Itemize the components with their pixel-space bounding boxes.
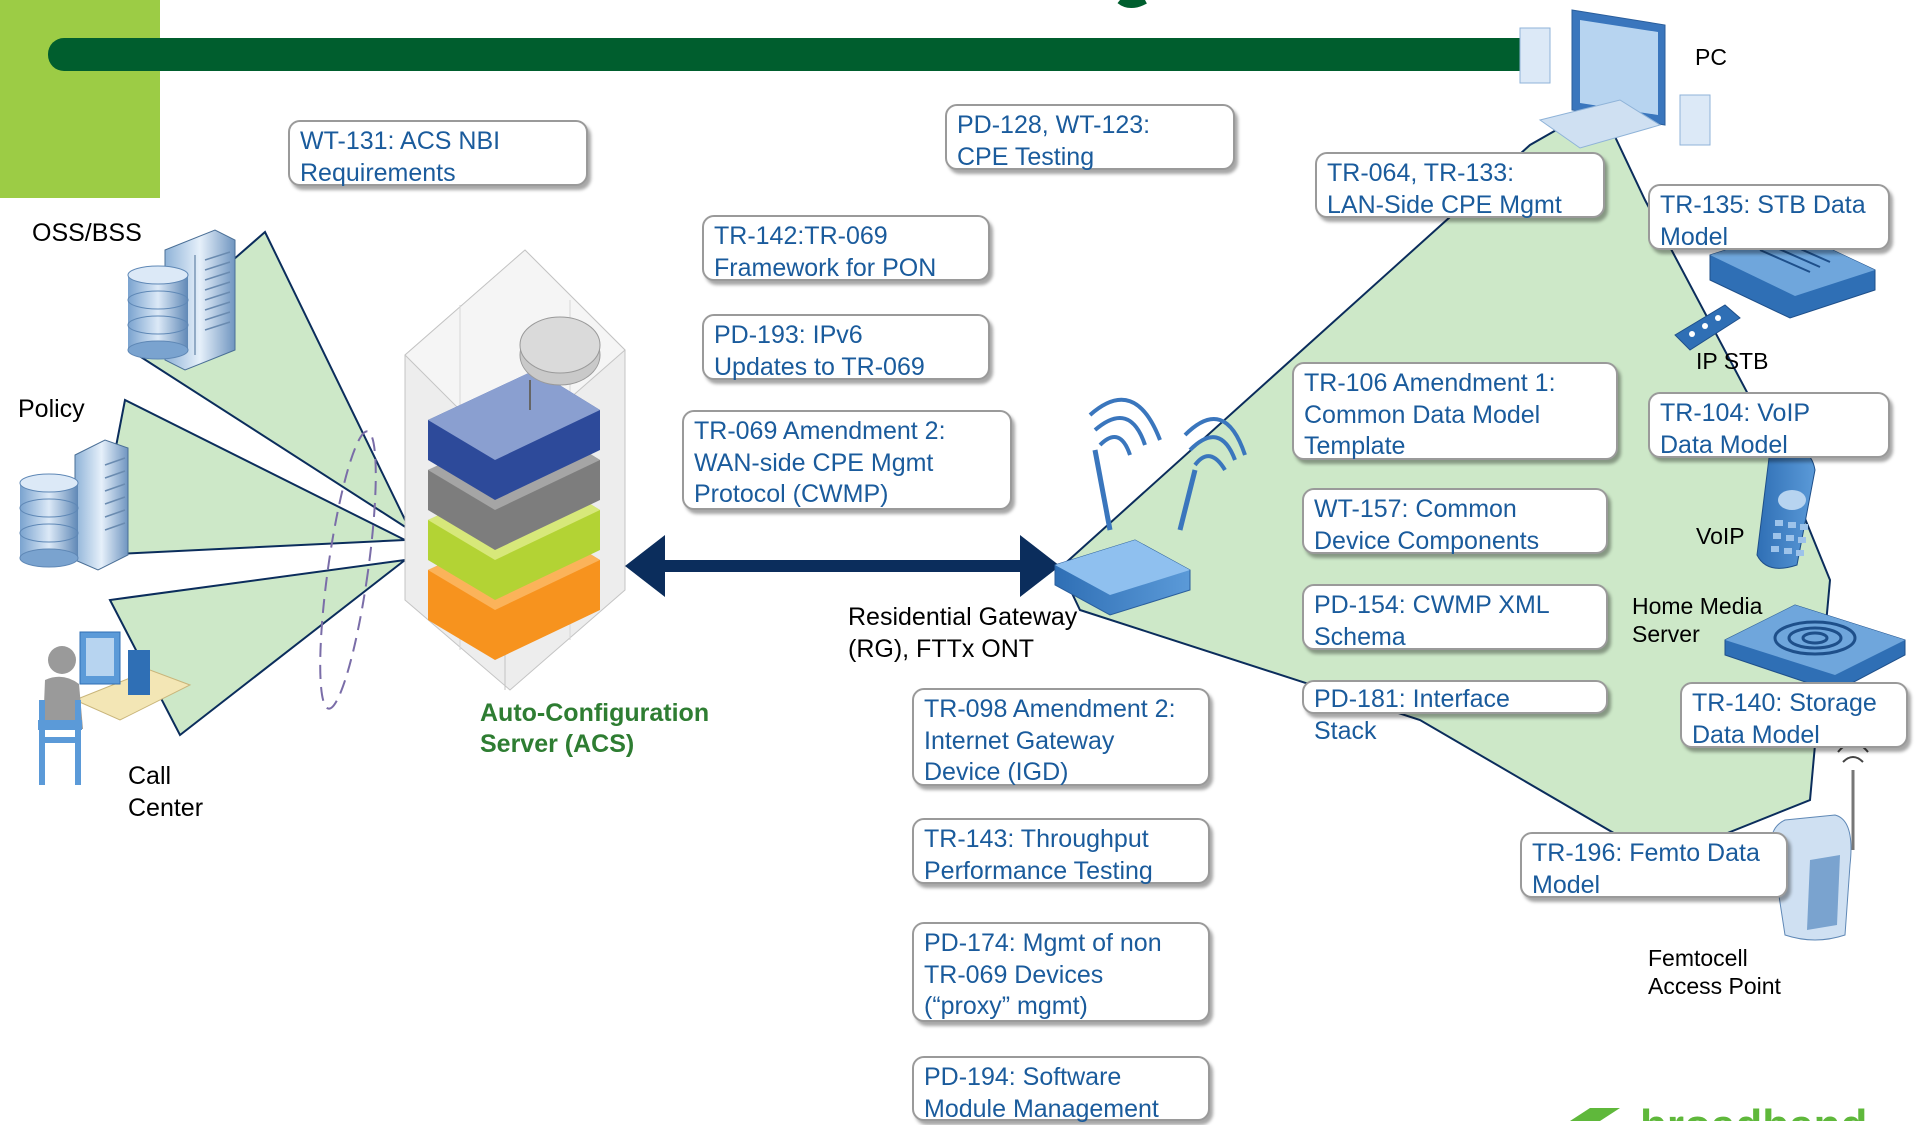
spec-text: PD-194: Software [924,1062,1198,1094]
spec-text: (“proxy” mgmt) [924,991,1198,1023]
spec-box-tr143: TR-143: Throughput Performance Testing [912,818,1210,884]
spec-text: TR-143: Throughput [924,824,1198,856]
spec-text: TR-142:TR-069 [714,221,978,253]
spec-box-tr064: TR-064, TR-133: LAN-Side CPE Mgmt [1315,152,1605,218]
acs-gateway-arrow [625,535,1060,597]
spec-box-tr135: TR-135: STB Data Model [1648,184,1890,250]
spec-text: WAN-side CPE Mgmt [694,448,1000,480]
spec-text: Template [1304,431,1606,463]
spec-box-tr196: TR-196: Femto Data Model [1520,832,1788,898]
call-center-label-line2: Center [128,793,203,824]
spec-text: PD-128, WT-123: [957,110,1223,142]
header-accent-block [0,0,160,198]
spec-text: WT-157: Common [1314,494,1596,526]
spec-text: Performance Testing [924,856,1198,888]
spec-text: CPE Testing [957,142,1223,174]
spec-text: Schema [1314,622,1596,654]
spec-text: Module Management [924,1094,1198,1125]
femtocell-label-line2: Access Point [1648,972,1781,1000]
spec-text: Framework for PON [714,253,978,285]
broadband-forum-logo: broadband [1570,1101,1867,1121]
spec-box-wt131: WT-131: ACS NBI Requirements [288,120,588,186]
spec-text: Common Data Model [1304,400,1606,432]
spec-text: Model [1660,222,1878,254]
acs-label-line1: Auto-Configuration [480,698,709,729]
home-media-server-label-line2: Server [1632,620,1700,648]
spec-box-tr098: TR-098 Amendment 2: Internet Gateway Dev… [912,688,1210,786]
spec-text: Device Components [1314,526,1596,558]
home-media-server-label-line1: Home Media [1632,592,1762,620]
spec-text: TR-098 Amendment 2: [924,694,1198,726]
spec-text: PD-193: IPv6 [714,320,978,352]
spec-text: LAN-Side CPE Mgmt [1327,190,1593,222]
spec-box-pd154: PD-154: CWMP XML Schema [1302,584,1608,650]
oss-bss-label: OSS/BSS [32,218,142,249]
spec-text: PD-174: Mgmt of non [924,928,1198,960]
spec-box-pd193: PD-193: IPv6 Updates to TR-069 [702,314,990,380]
spec-text: PD-181: Interface [1314,684,1596,716]
spec-text: Device (IGD) [924,757,1198,789]
spec-box-pd181: PD-181: Interface Stack [1302,680,1608,714]
spec-text: TR-106 Amendment 1: [1304,368,1606,400]
pc-label: PC [1695,42,1727,73]
spec-text: TR-064, TR-133: [1327,158,1593,190]
spec-box-wt157: WT-157: Common Device Components [1302,488,1608,554]
acs-label-line2: Server (ACS) [480,729,634,760]
spec-text: Data Model [1660,430,1878,462]
voip-label: VoIP [1696,521,1745,552]
spec-text: TR-069 Amendment 2: [694,416,1000,448]
ip-stb-label: IP STB [1696,346,1768,377]
spec-text: WT-131: ACS NBI [300,126,576,158]
call-center-label-line1: Call [128,761,171,792]
spec-box-pd194: PD-194: Software Module Management [912,1056,1210,1121]
femtocell-label-line1: Femtocell [1648,944,1748,972]
spec-text: Requirements [300,158,576,190]
spec-text: TR-140: Storage [1692,688,1896,720]
spec-text: TR-104: VoIP [1660,398,1878,430]
spec-box-tr106: TR-106 Amendment 1: Common Data Model Te… [1292,362,1618,460]
gateway-label-line2: (RG), FTTx ONT [848,634,1034,665]
spec-text: Data Model [1692,720,1896,752]
spec-text: Internet Gateway [924,726,1198,758]
spec-text: TR-069 Devices [924,960,1198,992]
oss-database-icon [128,266,188,359]
spec-box-tr069: TR-069 Amendment 2: WAN-side CPE Mgmt Pr… [682,410,1012,510]
spec-text: PD-154: CWMP XML [1314,590,1596,622]
header-title-fragment [1120,0,1145,4]
spec-text: Updates to TR-069 [714,352,978,384]
gateway-label-line1: Residential Gateway [848,602,1077,633]
svg-text:broadband: broadband [1640,1101,1867,1121]
spec-box-tr104: TR-104: VoIP Data Model [1648,392,1890,458]
spec-box-pd174: PD-174: Mgmt of non TR-069 Devices (“pro… [912,922,1210,1022]
pc-icon [1520,10,1710,148]
spec-text: TR-196: Femto Data [1532,838,1776,870]
policy-label: Policy [18,394,85,425]
acs-rack-icon [405,250,625,690]
spec-text: Model [1532,870,1776,902]
policy-server-icon [75,440,128,570]
spec-text: TR-135: STB Data [1660,190,1878,222]
spec-text: Protocol (CWMP) [694,479,1000,511]
header-bar [48,38,1548,71]
spec-text: Stack [1314,716,1596,748]
spec-box-tr140: TR-140: Storage Data Model [1680,682,1908,748]
policy-database-icon [20,474,78,567]
spec-box-tr142: TR-142:TR-069 Framework for PON [702,215,990,281]
spec-box-pd128: PD-128, WT-123: CPE Testing [945,104,1235,170]
